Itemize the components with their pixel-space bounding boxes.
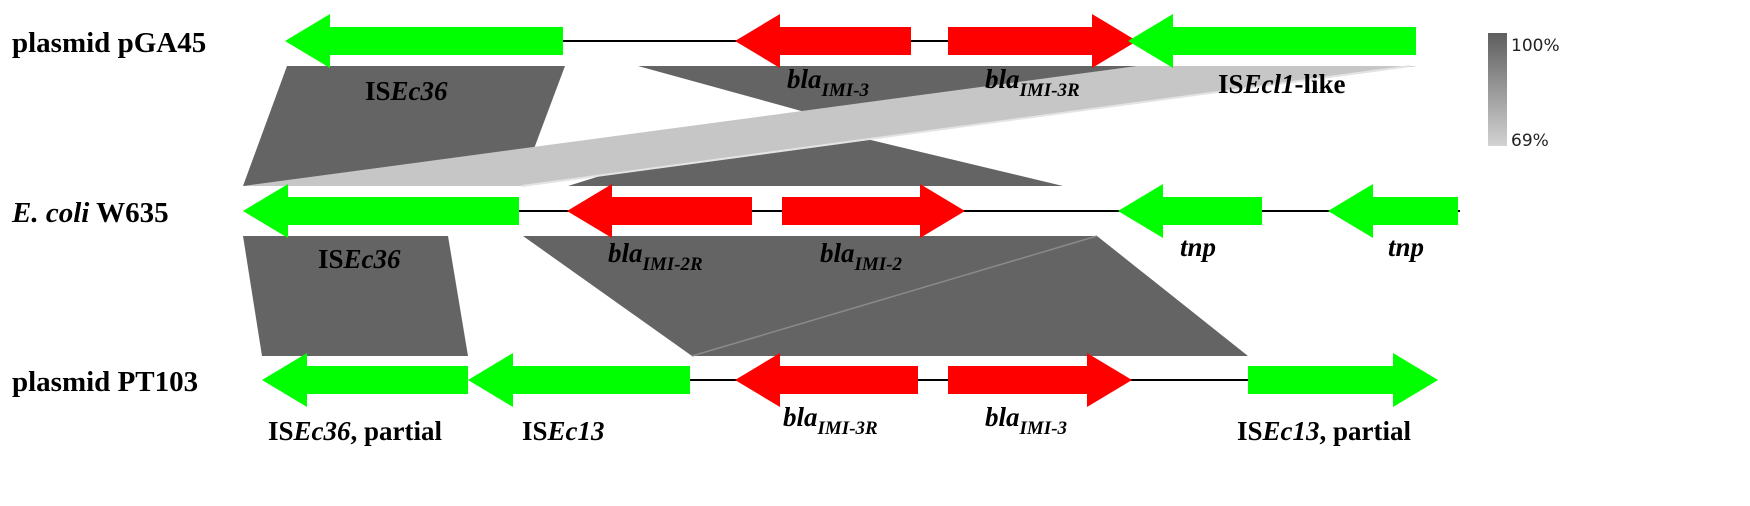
gene-arrow-isec13-partial	[1248, 353, 1438, 407]
gene-label-bla-imi3r: blaIMI-3R	[783, 402, 878, 439]
identity-max-label: 100%	[1511, 36, 1560, 56]
identity-block-isecl1-inverted	[243, 66, 1418, 186]
gene-label-isec36: ISEc36	[318, 244, 401, 274]
gene-label-bla-imi3r: blaIMI-3R	[985, 64, 1080, 101]
identity-min-label: 69%	[1511, 131, 1549, 151]
identity-edge-line	[691, 235, 1098, 357]
gene-label-isec13-partial: ISEc13, partial	[1237, 416, 1412, 446]
gene-label-isec13: ISEc13	[522, 416, 605, 446]
track-pGA45: plasmid pGA45 ISEc36 blaIMI-3 blaIMI-3R …	[12, 14, 1416, 106]
gene-arrow-isec36	[243, 184, 519, 238]
identity-gradient-bar	[1488, 33, 1507, 146]
similarity-blocks-bottom	[243, 235, 1248, 357]
gene-arrow-bla-imi2r	[567, 184, 752, 238]
gene-arrow-bla-imi3r	[735, 353, 918, 407]
identity-block-bla-bottom	[523, 236, 1248, 356]
identity-edge-line	[521, 65, 1411, 187]
gene-arrow-isec36	[285, 14, 563, 68]
track-label-W635: E. coli W635	[11, 197, 169, 229]
gene-label-tnp-1: tnp	[1180, 232, 1216, 262]
track-label-pGA45: plasmid pGA45	[12, 27, 206, 59]
gene-arrow-tnp-2	[1328, 184, 1458, 238]
gene-arrow-bla-imi3r	[948, 14, 1137, 68]
gene-label-bla-imi3: blaIMI-3	[985, 402, 1067, 439]
gene-arrow-bla-imi3	[735, 14, 911, 68]
gene-label-bla-imi2r: blaIMI-2R	[608, 238, 703, 275]
similarity-blocks-top	[243, 65, 1418, 187]
track-PT103: plasmid PT103 ISEc36, partial ISEc13 bla…	[12, 353, 1438, 446]
gene-label-isec36: ISEc36	[365, 76, 448, 106]
gene-arrow-bla-imi2	[782, 184, 965, 238]
gene-arrow-tnp-1	[1118, 184, 1262, 238]
track-label-PT103: plasmid PT103	[12, 366, 198, 398]
gene-label-isec36-partial: ISEc36, partial	[268, 416, 443, 446]
gene-label-tnp-2: tnp	[1388, 232, 1424, 262]
gene-arrow-bla-imi3	[948, 353, 1132, 407]
gene-arrow-isec13	[468, 353, 690, 407]
gene-arrow-isecl1	[1128, 14, 1416, 68]
gene-label-bla-imi2: blaIMI-2	[820, 238, 903, 275]
gene-label-isecl1: ISEcl1-like	[1218, 69, 1346, 99]
identity-scale: 100% 69%	[1488, 33, 1560, 151]
gene-arrow-isec36-partial	[262, 353, 468, 407]
gene-label-bla-imi3: blaIMI-3	[787, 64, 869, 101]
track-W635: E. coli W635 ISEc36 blaIMI-2R blaIMI-2 t…	[11, 184, 1460, 275]
identity-block-isec36-bottom	[243, 236, 468, 356]
